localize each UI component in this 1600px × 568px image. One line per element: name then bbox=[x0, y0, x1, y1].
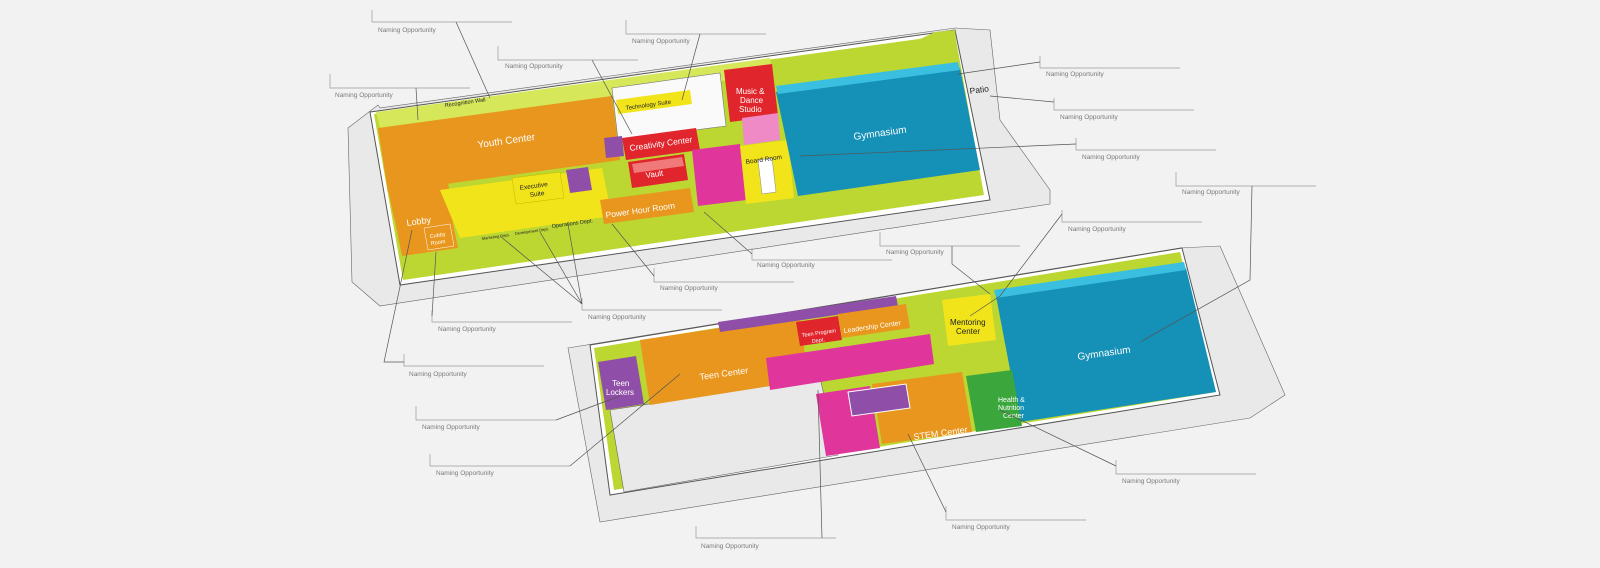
upper-east-strip bbox=[780, 30, 958, 86]
executive-suite-room bbox=[511, 171, 565, 205]
teen-program-dept-label-1: Teen Program bbox=[801, 328, 836, 339]
callout-17: Naming Opportunity bbox=[1122, 478, 1181, 485]
callout-7: Naming Opportunity bbox=[1182, 189, 1241, 196]
callout-11: Naming Opportunity bbox=[660, 285, 719, 292]
upper-gymnasium-court bbox=[776, 68, 980, 196]
callout-14: Naming Opportunity bbox=[409, 371, 468, 378]
callout-8: Naming Opportunity bbox=[1068, 226, 1127, 233]
callout-18: Naming Opportunity bbox=[952, 524, 1011, 531]
music-dance-label-2: Dance bbox=[740, 96, 764, 105]
upper-pink-suite bbox=[692, 144, 746, 206]
lower-gymnasium-court bbox=[996, 268, 1216, 422]
callout-16: Naming Opportunity bbox=[436, 470, 495, 477]
vault-label: Vault bbox=[645, 169, 664, 180]
marketing-dept-label: Marketing Dept. bbox=[481, 232, 510, 241]
teen-lockers-room bbox=[598, 356, 644, 410]
teen-program-dept-room bbox=[796, 316, 842, 346]
callout-19: Naming Opportunity bbox=[701, 543, 760, 550]
callout-13: Naming Opportunity bbox=[438, 326, 497, 333]
youth-center-room bbox=[378, 96, 620, 192]
power-hour-room-room bbox=[600, 188, 694, 224]
leadership-center-room bbox=[838, 304, 910, 338]
teen-lockers-label-2: Lockers bbox=[606, 388, 634, 397]
callout-12: Naming Opportunity bbox=[588, 314, 647, 321]
callout-4: Naming Opportunity bbox=[1046, 71, 1105, 78]
mentoring-center-room bbox=[942, 294, 996, 346]
upper-pink-light bbox=[742, 113, 780, 145]
teen-center-room bbox=[640, 316, 808, 405]
music-dance-label-3: Studio bbox=[739, 105, 762, 114]
cubby-room-room bbox=[423, 223, 455, 251]
operations-dept-label: Operations Dept. bbox=[551, 218, 593, 230]
health-nutrition-room bbox=[966, 370, 1022, 432]
music-dance-label-1: Music & bbox=[736, 87, 765, 96]
development-dept-label: Development Dept. bbox=[514, 226, 549, 236]
recognition-wall-label: Recognition Wall bbox=[444, 97, 486, 109]
patio-label: Patio bbox=[969, 83, 990, 96]
callout-0: Naming Opportunity bbox=[378, 27, 437, 34]
lower-floor bbox=[567, 245, 1286, 523]
naming-callouts: Naming Opportunity Naming Opportunity Na… bbox=[329, 10, 1316, 550]
callout-15: Naming Opportunity bbox=[422, 424, 481, 431]
callout-1: Naming Opportunity bbox=[632, 38, 691, 45]
callout-10: Naming Opportunity bbox=[757, 262, 816, 269]
executive-suite-label-2: Suite bbox=[529, 190, 545, 199]
lower-purple-band bbox=[718, 296, 898, 332]
lobby-label: Lobby bbox=[406, 215, 432, 228]
cubby-room-label-1: Cubby bbox=[429, 232, 446, 240]
cubby-room-label-2: Room bbox=[430, 239, 446, 247]
lower-gym-edge bbox=[994, 262, 1186, 298]
callout-9: Naming Opportunity bbox=[886, 249, 945, 256]
music-dance-room bbox=[724, 64, 778, 122]
upper-north-strip bbox=[376, 58, 772, 128]
teen-lockers-label-1: Teen bbox=[612, 379, 629, 388]
callout-6: Naming Opportunity bbox=[1082, 154, 1141, 161]
upper-orange-block bbox=[396, 169, 422, 191]
callout-5: Naming Opportunity bbox=[1060, 114, 1119, 121]
stem-purple-lab bbox=[847, 383, 911, 417]
lower-pink-rooms bbox=[766, 334, 934, 390]
callout-3: Naming Opportunity bbox=[335, 92, 394, 99]
creativity-center-room bbox=[622, 128, 700, 160]
upper-purple-left bbox=[604, 136, 624, 158]
upper-floor bbox=[347, 27, 1051, 307]
upper-gym-edge bbox=[776, 62, 960, 94]
vault-inner bbox=[632, 157, 684, 173]
callout-2: Naming Opportunity bbox=[505, 63, 564, 70]
executive-suite-label-1: Executive bbox=[519, 181, 548, 192]
executive-purple bbox=[566, 167, 592, 193]
mentoring-center-label-1: Mentoring bbox=[950, 318, 986, 327]
health-nutrition-label-1: Health & bbox=[998, 397, 1025, 404]
health-nutrition-label-2: Nutrition bbox=[998, 405, 1024, 412]
board-table bbox=[757, 157, 777, 195]
teen-program-dept-label-2: Dept. bbox=[811, 337, 825, 345]
mentoring-center-label-2: Center bbox=[956, 327, 980, 336]
technology-suite-band bbox=[616, 90, 692, 114]
